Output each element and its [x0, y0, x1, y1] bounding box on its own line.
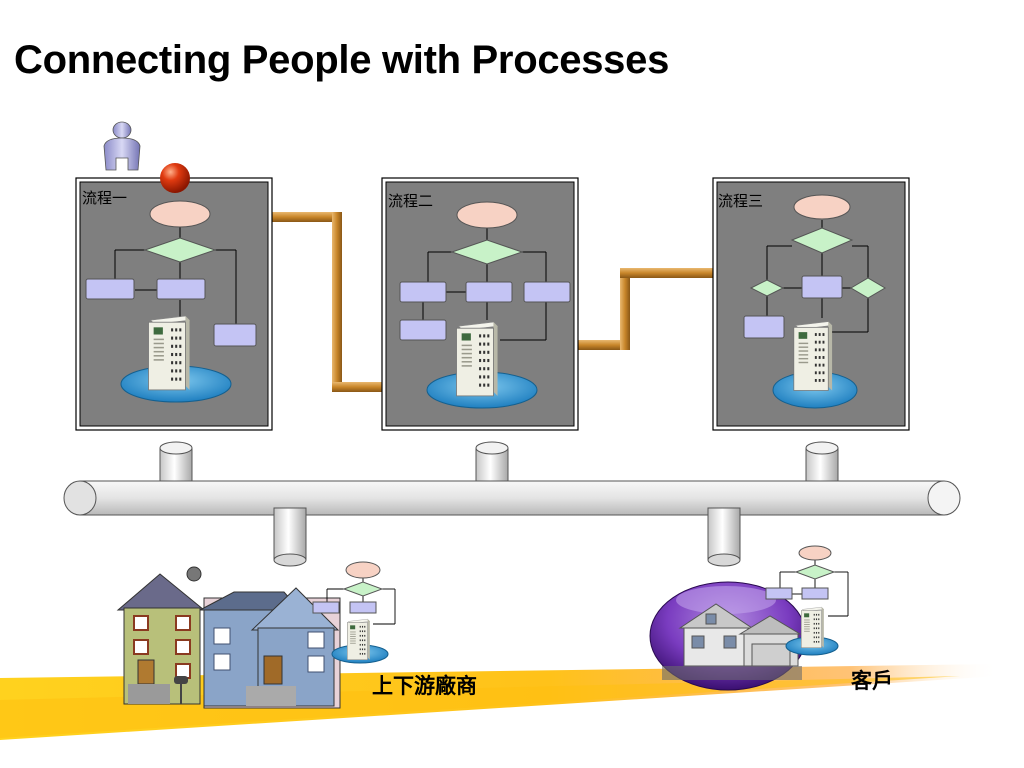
process-panel-1: 流程一 [75, 177, 273, 431]
customer-orb-illustration [649, 581, 807, 691]
bus-connector-customer [707, 507, 741, 567]
process-label-3: 流程三 [718, 192, 763, 210]
red-status-ball [160, 163, 190, 193]
process-connector-pipe-2-3 [578, 268, 714, 350]
supplier-houses-illustration [116, 566, 341, 709]
process-panel-3: 流程三 [712, 177, 910, 431]
supplier-mini-flowchart [312, 561, 396, 664]
integration-bus-pipe [63, 480, 961, 516]
page-title: Connecting People with Processes [14, 38, 670, 82]
process-label-2: 流程二 [388, 192, 433, 210]
suppliers-label: 上下游廠商 [372, 673, 477, 698]
person-icon [103, 121, 141, 171]
bus-connector-suppliers [273, 507, 307, 567]
process-label-1: 流程一 [82, 189, 127, 207]
customer-label: 客戶 [851, 668, 893, 693]
customer-mini-flowchart [765, 545, 849, 656]
process-connector-pipe-1-2 [272, 212, 384, 392]
process-panel-2: 流程二 [381, 177, 579, 431]
